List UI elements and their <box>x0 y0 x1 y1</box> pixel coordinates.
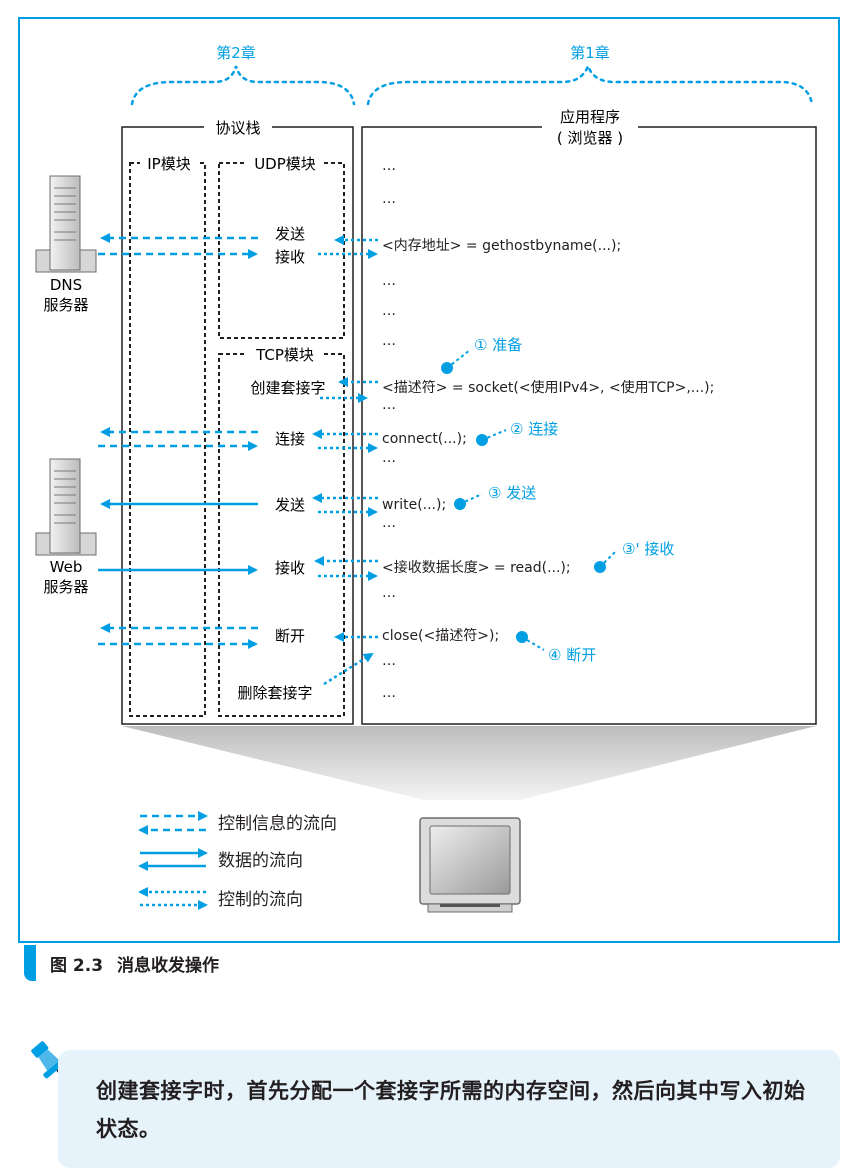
ellipsis-line: … <box>382 515 396 531</box>
tip-note: 创建套接字时，首先分配一个套接字所需的内存空间，然后向其中写入初始状态。 <box>58 1050 840 1168</box>
dns-server-icon <box>35 175 97 273</box>
chapter2-brace <box>130 65 356 106</box>
legend-control-label: 控制的流向 <box>218 890 303 910</box>
message-send-receive-diagram: 第2章 第1章 协议栈 应用程序 ( 浏览器 ) IP模块 UDP模块 TCP模… <box>18 17 840 943</box>
step-disconnect: ④ 断开 <box>548 646 596 664</box>
delete-socket-label: 删除套接字 <box>237 684 312 702</box>
tcp-module-label: TCP模块 <box>255 346 314 364</box>
ellipsis-line: … <box>382 397 396 413</box>
chapter2-label: 第2章 <box>216 44 256 62</box>
create-socket-label: 创建套接字 <box>250 379 325 397</box>
code-read: <接收数据长度> = read(...); <box>382 559 571 576</box>
legend-data-label: 数据的流向 <box>218 851 303 871</box>
caption-number: 图 2.3 <box>50 955 104 976</box>
step-connect: ② 连接 <box>510 420 558 438</box>
tcp-module-box <box>218 353 345 717</box>
code-connect: connect(...); <box>382 431 467 447</box>
code-socket: <描述符> = socket(<使用IPv4>, <使用TCP>,...); <box>382 379 714 396</box>
application-title: 应用程序 <box>560 108 620 126</box>
application-box <box>361 126 817 725</box>
caption-accent-bar <box>24 945 36 981</box>
ellipsis-line: … <box>382 158 396 174</box>
disconnect-label: 断开 <box>275 627 305 645</box>
udp-send-label: 发送 <box>275 225 305 243</box>
ellipsis-line: … <box>382 273 396 289</box>
web-server-icon <box>35 458 97 556</box>
web-server-label-1: Web <box>50 558 83 576</box>
udp-receive-label: 接收 <box>275 248 305 266</box>
ellipsis-line: … <box>382 450 396 466</box>
connect-label: 连接 <box>275 430 305 448</box>
ellipsis-line: … <box>382 303 396 319</box>
legend-control-info-label: 控制信息的流向 <box>218 814 337 834</box>
screen-beam <box>122 726 816 800</box>
step-send: ③ 发送 <box>488 484 536 502</box>
tip-note-text: 创建套接字时，首先分配一个套接字所需的内存空间，然后向其中写入初始状态。 <box>96 1079 806 1141</box>
dns-server-label-1: DNS <box>50 276 82 294</box>
ellipsis-line: … <box>382 333 396 349</box>
ellipsis-line: … <box>382 585 396 601</box>
ip-module-label: IP模块 <box>147 155 190 173</box>
send-label: 发送 <box>275 496 305 514</box>
application-subtitle: ( 浏览器 ) <box>557 129 623 147</box>
ellipsis-line: … <box>382 191 396 207</box>
figure-caption: 图 2.3 消息收发操作 <box>24 945 233 981</box>
step-receive: ③' 接收 <box>622 540 674 558</box>
udp-module-box <box>218 162 345 339</box>
protocol-stack-box <box>121 126 354 725</box>
code-close: close(<描述符>); <box>382 628 499 644</box>
chapter1-brace <box>366 62 814 106</box>
figure-frame <box>18 17 840 943</box>
web-server-label-2: 服务器 <box>43 578 88 596</box>
protocol-stack-title: 协议栈 <box>215 119 260 137</box>
dns-server-label-2: 服务器 <box>43 296 88 314</box>
receive-label: 接收 <box>275 559 305 577</box>
monitor-icon <box>419 817 521 913</box>
ellipsis-line: … <box>382 653 396 669</box>
caption-title: 消息收发操作 <box>117 955 220 976</box>
ellipsis-line: … <box>382 685 396 701</box>
udp-module-label: UDP模块 <box>254 155 316 173</box>
chapter1-label: 第1章 <box>570 44 610 62</box>
code-gethostbyname: <内存地址> = gethostbyname(...); <box>382 238 621 254</box>
code-write: write(...); <box>382 497 446 513</box>
step-prepare: ① 准备 <box>474 336 522 354</box>
